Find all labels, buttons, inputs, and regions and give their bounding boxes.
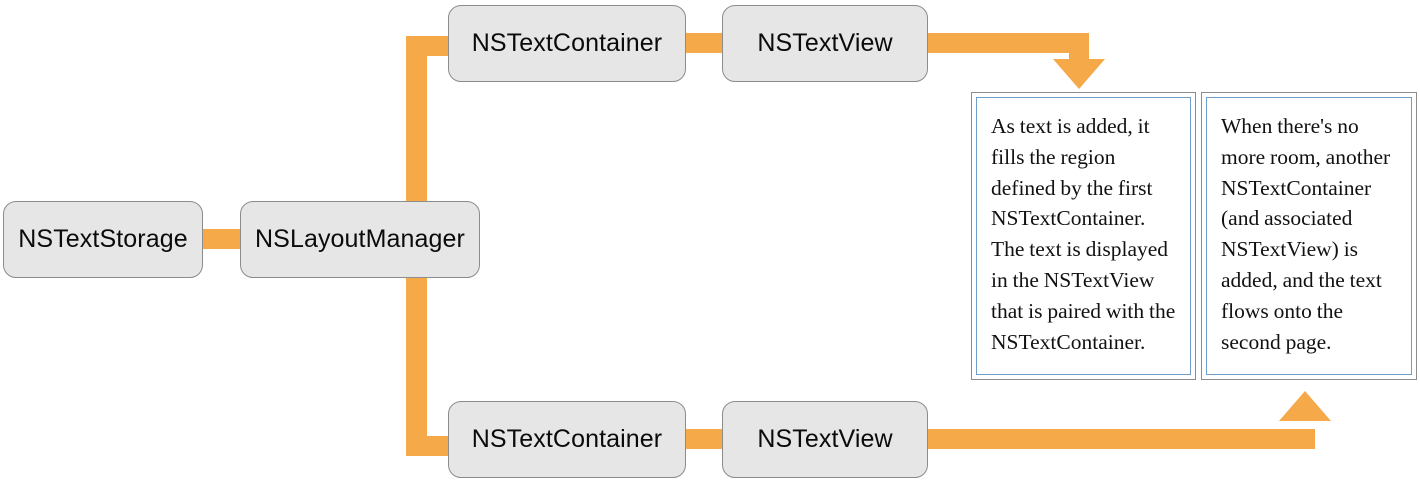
arrow-into-page-one-icon [1053, 59, 1105, 89]
node-nstextcontainer-bottom[interactable]: NSTextContainer [448, 401, 686, 478]
connector-view-to-page-two-horizontal-2 [1069, 429, 1315, 449]
connector-view-to-page-two-horizontal [922, 429, 1089, 449]
arrow-into-page-two-icon [1279, 391, 1331, 421]
node-nstextcontainer-bottom-label: NSTextContainer [471, 425, 663, 453]
connector-container-to-view-bottom [680, 429, 728, 449]
page-panel-two: When there's no more room, another NSTex… [1201, 92, 1417, 380]
page-panel-one-inner: As text is added, it fills the region de… [976, 97, 1191, 375]
connector-view-to-page-one-vertical [1069, 33, 1089, 61]
node-nstextstorage-label: NSTextStorage [18, 225, 188, 253]
node-nslayoutmanager-label: NSLayoutManager [255, 225, 465, 253]
page-panel-one: As text is added, it fills the region de… [971, 92, 1196, 380]
node-nstextcontainer-top[interactable]: NSTextContainer [448, 5, 686, 82]
node-nstextview-bottom-label: NSTextView [757, 425, 893, 453]
node-nstextcontainer-top-label: NSTextContainer [471, 29, 663, 57]
connector-storage-to-layout [202, 229, 244, 249]
node-nstextview-top[interactable]: NSTextView [722, 5, 928, 82]
connector-container-to-view-top [680, 33, 728, 53]
node-nstextstorage[interactable]: NSTextStorage [3, 201, 203, 278]
node-nstextview-top-label: NSTextView [757, 29, 893, 57]
node-nstextview-bottom[interactable]: NSTextView [722, 401, 928, 478]
node-nslayoutmanager[interactable]: NSLayoutManager [240, 201, 480, 278]
page-panel-two-inner: When there's no more room, another NSTex… [1206, 97, 1412, 375]
page-panel-two-text: When there's no more room, another NSTex… [1221, 114, 1391, 354]
page-panel-one-text: As text is added, it fills the region de… [991, 114, 1176, 354]
connector-view-to-page-one-horizontal [922, 33, 1089, 53]
